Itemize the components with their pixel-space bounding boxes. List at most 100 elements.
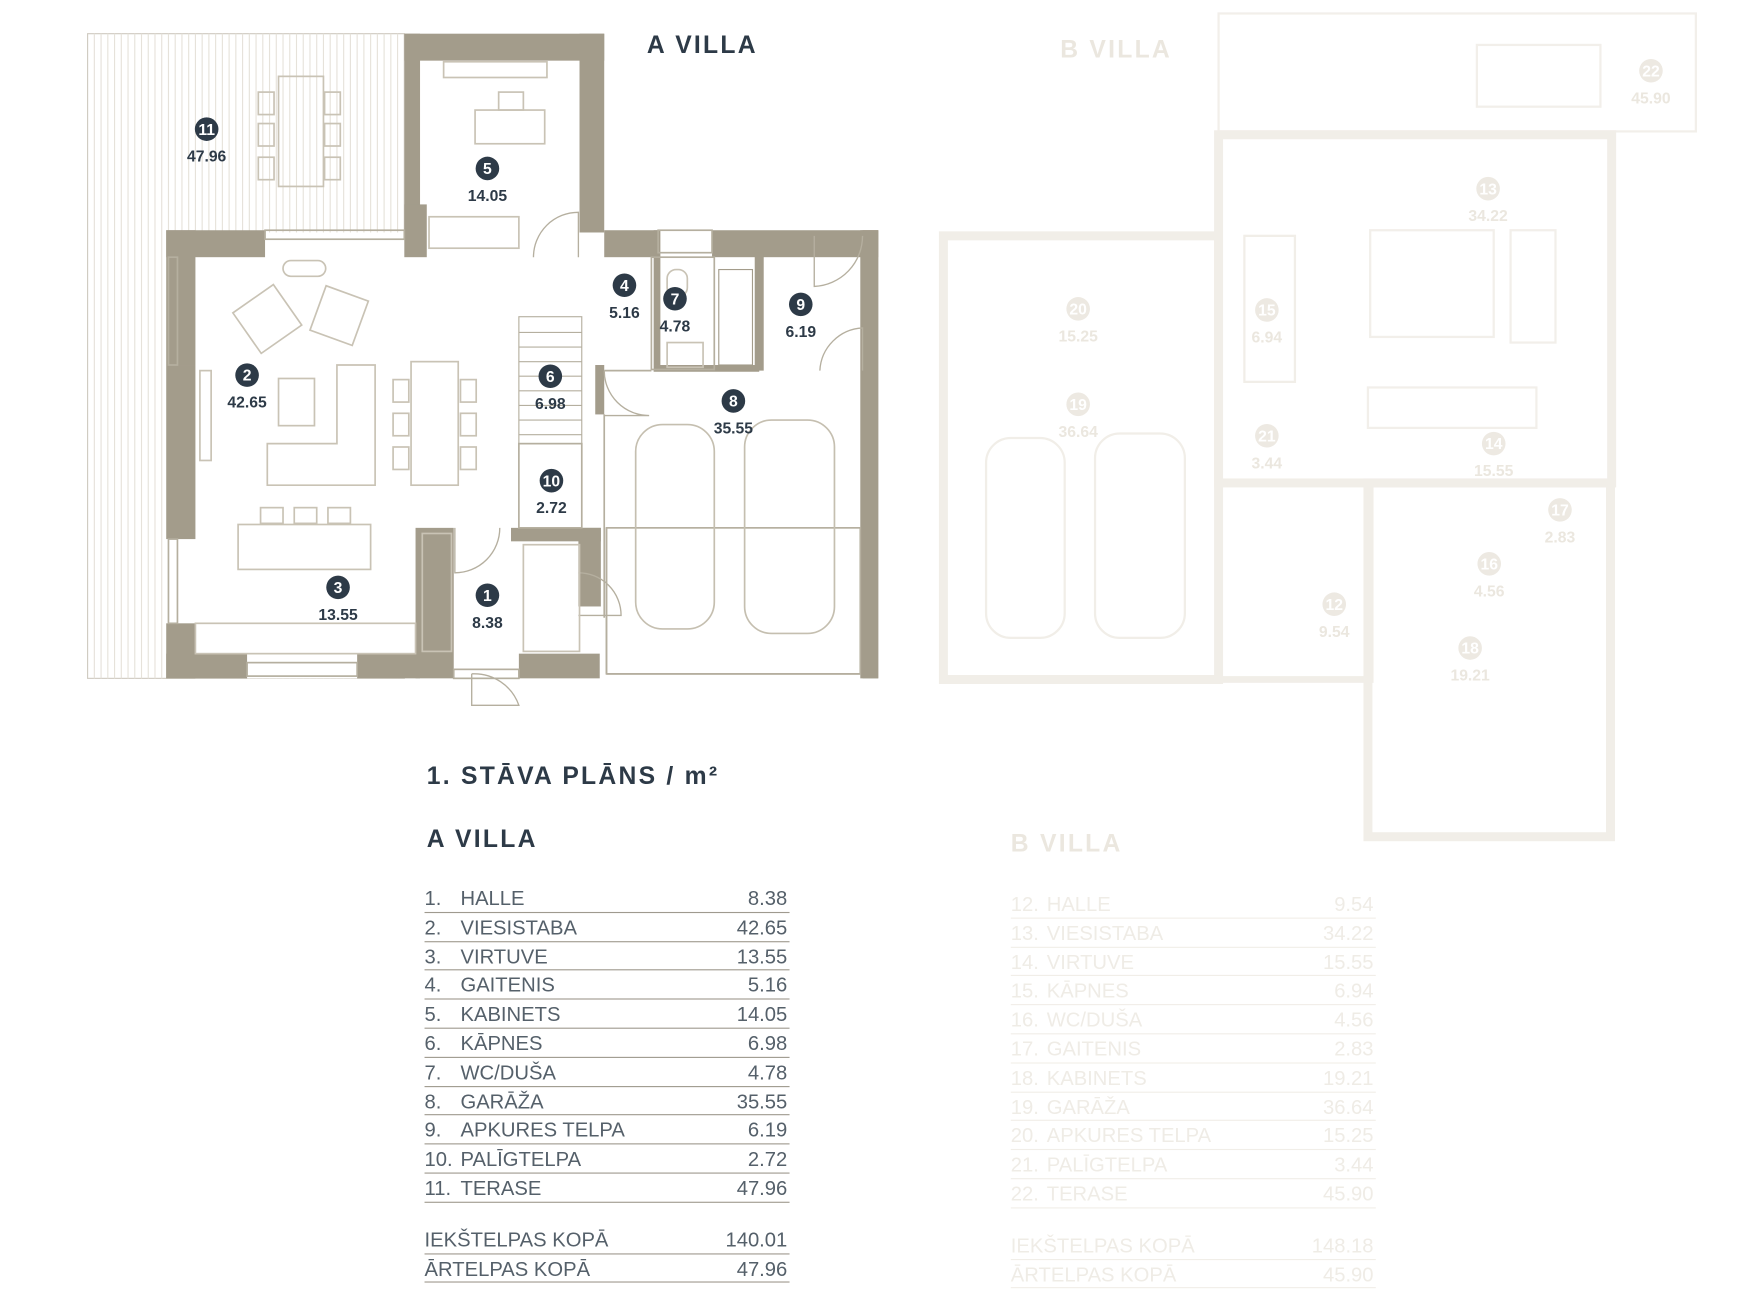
room-number: 12 <box>1326 597 1344 614</box>
coffee-table <box>277 377 316 427</box>
room-number: 5 <box>483 161 492 178</box>
b-villa-terrace <box>1217 12 1698 133</box>
total-value: 45.90 <box>1322 1262 1374 1286</box>
room-label-20: 20 15.25 <box>1059 297 1099 345</box>
room-name: HALLE <box>1046 892 1111 916</box>
room-label-17: 172.83 <box>1545 498 1576 546</box>
room-number-badge <box>1322 592 1347 617</box>
room-area-value: 6.98 <box>747 1032 788 1055</box>
room-name: VIRTUVE <box>460 945 548 968</box>
dining-chair <box>392 412 410 437</box>
room-area: 6.94 <box>1252 330 1283 347</box>
room-number: 11 <box>198 122 215 139</box>
office-shelf <box>442 60 548 79</box>
room-name: TERASE <box>460 1176 542 1200</box>
b-villa-terrace-table <box>1475 43 1602 108</box>
room-index: 10. <box>424 1148 453 1171</box>
room-index: 19. <box>1010 1095 1039 1119</box>
kitchen-counter <box>194 622 417 655</box>
room-area-value: 6.19 <box>747 1119 788 1142</box>
total-label: IEKŠTELPAS KOPĀ <box>1010 1234 1195 1257</box>
room-label-6: 66.98 <box>535 364 566 413</box>
room-name: KABINETS <box>460 1003 561 1026</box>
room-area-value: 2.72 <box>747 1148 788 1171</box>
terrace-table <box>277 75 325 188</box>
a-villa-room-labels: 18.38242.65313.5545.16514.0566.9874.7883… <box>187 117 816 632</box>
room-number: 9 <box>796 297 805 314</box>
room-index: 14. <box>1010 950 1039 974</box>
room-area-value: 34.22 <box>1322 921 1374 945</box>
room-label-8: 835.55 <box>714 389 754 438</box>
bar-stool-2 <box>293 506 318 525</box>
room-label-5: 514.05 <box>468 156 507 205</box>
room-area: 9.54 <box>1319 624 1350 641</box>
room-index: 1. <box>424 887 442 910</box>
a-villa-plan-title: A VILLA <box>646 30 758 59</box>
floor-plan-drawing: 129.541334.221415.55156.94164.56172.8318… <box>87 12 1698 842</box>
room-index: 17. <box>1010 1037 1039 1061</box>
room-name: KABINETS <box>1046 1066 1147 1090</box>
room-label-21: 213.44 <box>1252 423 1282 472</box>
terrace-chair <box>323 122 342 147</box>
room-area-value: 14.05 <box>736 1003 788 1026</box>
room-label-12: 129.54 <box>1319 592 1350 641</box>
room-number: 22 <box>1642 63 1660 80</box>
room-number: 18 <box>1461 641 1479 658</box>
room-area-value: 15.25 <box>1322 1124 1374 1148</box>
room-name: GAITENIS <box>1046 1037 1142 1061</box>
terrace-chair <box>323 91 342 116</box>
room-area-value: 36.64 <box>1322 1095 1374 1119</box>
room-name: PALĪGTELPA <box>1046 1153 1168 1177</box>
dining-chair <box>459 446 478 471</box>
room-area: 42.65 <box>227 395 267 412</box>
room-index: 22. <box>1010 1182 1039 1206</box>
b-villa-stairs <box>1243 234 1297 383</box>
room-number-badge <box>1066 297 1090 321</box>
room-index: 2. <box>424 916 442 939</box>
room-label-7: 74.78 <box>660 286 691 335</box>
room-area: 8.38 <box>472 615 503 632</box>
room-name: GAITENIS <box>460 974 555 997</box>
dining-table <box>410 360 460 487</box>
room-label-1: 18.38 <box>472 583 503 632</box>
room-number-badge <box>539 468 564 493</box>
room-index: 16. <box>1010 1008 1039 1032</box>
room-index: 20. <box>1010 1124 1039 1148</box>
thin-walls <box>518 256 862 675</box>
room-index: 11. <box>424 1176 452 1200</box>
room-index: 21. <box>1010 1153 1039 1177</box>
room-number: 19 <box>1069 397 1087 414</box>
room-index: 7. <box>424 1061 442 1084</box>
furniture <box>194 60 836 655</box>
room-name: PALĪGTELPA <box>460 1148 582 1171</box>
staircase <box>518 316 583 445</box>
b-villa-outline-office <box>1363 478 1616 842</box>
room-area: 35.55 <box>714 421 754 438</box>
room-index: 3. <box>424 945 442 968</box>
room-label-11: 11 47.96 <box>187 117 227 166</box>
room-number-badge <box>1066 392 1090 417</box>
room-area: 47.96 <box>187 149 227 166</box>
room-label-16: 164.56 <box>1474 552 1505 600</box>
room-area: 36.64 <box>1059 424 1099 441</box>
room-area: 6.98 <box>535 396 566 413</box>
car-right <box>743 419 836 635</box>
b-villa-plan <box>938 12 1698 842</box>
room-number: 20 <box>1069 301 1087 318</box>
room-number-badge <box>1639 58 1663 83</box>
kitchen-island <box>237 523 372 571</box>
room-area: 15.25 <box>1059 328 1099 345</box>
bar-stool-1 <box>259 506 284 525</box>
room-number: 21 <box>1258 428 1276 445</box>
room-index: 18. <box>1010 1066 1039 1090</box>
room-area: 5.16 <box>609 305 640 322</box>
room-number: 1 <box>483 588 492 605</box>
